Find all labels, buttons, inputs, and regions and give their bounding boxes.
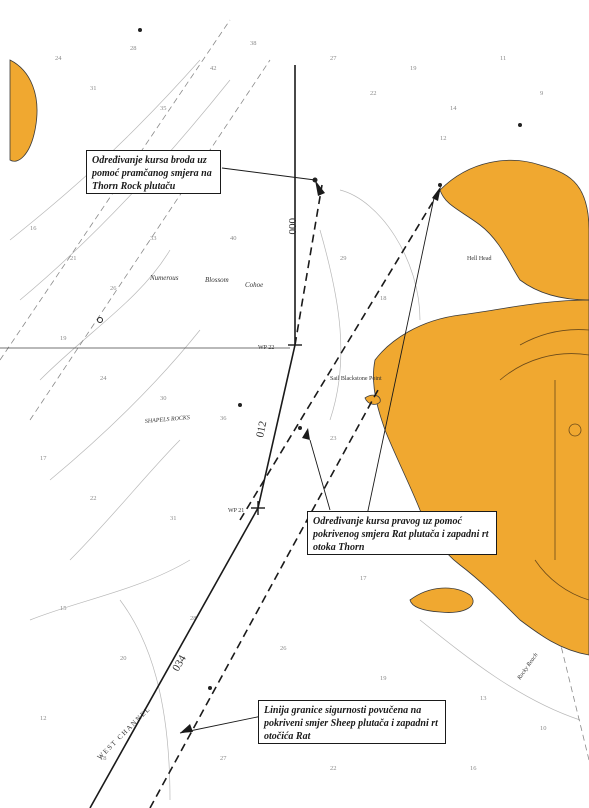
svg-text:33: 33: [150, 235, 157, 242]
place-numerous: Numerous: [149, 274, 179, 282]
svg-text:22: 22: [330, 765, 337, 772]
svg-text:29: 29: [340, 255, 347, 262]
svg-text:26: 26: [280, 645, 287, 652]
svg-text:18: 18: [380, 295, 387, 302]
svg-text:24: 24: [100, 375, 107, 382]
svg-text:22: 22: [370, 90, 377, 97]
land-east-main: [373, 299, 589, 656]
svg-text:17: 17: [40, 455, 47, 462]
svg-text:40: 40: [230, 235, 237, 242]
svg-text:36: 36: [220, 415, 227, 422]
svg-text:15: 15: [60, 605, 67, 612]
buoy-mid: [298, 426, 302, 430]
sheep-buoy: [208, 686, 212, 690]
sheep-clearing-line: [149, 389, 379, 808]
svg-text:21: 21: [70, 255, 77, 262]
land-masses: [9, 59, 589, 656]
svg-text:19: 19: [60, 335, 67, 342]
compass-rose: [499, 329, 589, 601]
leader-lines: [179, 167, 435, 734]
islet-small: [364, 394, 381, 405]
svg-text:35: 35: [160, 105, 167, 112]
callout-rat-bearing: Određivanje kursa pravog uz pomoć pokriv…: [307, 511, 497, 555]
thorn-rock-bearing: [294, 184, 323, 346]
arrow-mid: [302, 428, 310, 440]
svg-text:16: 16: [470, 765, 477, 772]
arrow-rat: [432, 186, 441, 201]
svg-text:12: 12: [40, 715, 47, 722]
rat-buoy: [438, 183, 442, 187]
course-label-012: 012: [254, 420, 269, 439]
bearing-lines: [149, 184, 441, 808]
svg-text:16: 16: [30, 225, 37, 232]
svg-text:42: 42: [210, 65, 217, 72]
svg-text:19: 19: [410, 65, 417, 72]
svg-text:22: 22: [90, 495, 97, 502]
svg-text:28: 28: [190, 615, 197, 622]
svg-text:23: 23: [330, 435, 337, 442]
place-reef: SHAPELS ROCKS: [145, 415, 191, 425]
svg-text:26: 26: [110, 285, 117, 292]
svg-text:19: 19: [380, 675, 387, 682]
course-034-line: [89, 507, 259, 808]
svg-text:18: 18: [100, 755, 107, 762]
island-thorn: [439, 159, 589, 301]
svg-text:11: 11: [500, 55, 506, 62]
svg-text:12: 12: [440, 135, 447, 142]
course-label-000: 000: [286, 218, 298, 235]
svg-text:24: 24: [55, 55, 62, 62]
svg-text:20: 20: [120, 655, 127, 662]
svg-text:31: 31: [170, 515, 177, 522]
svg-text:31: 31: [90, 85, 97, 92]
waypoint-label-21: WP 21: [228, 508, 244, 514]
svg-text:27: 27: [330, 55, 337, 62]
svg-text:10: 10: [540, 725, 547, 732]
svg-text:28: 28: [130, 45, 137, 52]
svg-text:14: 14: [450, 105, 457, 112]
depth-contours: [9, 59, 581, 801]
arrow-thorn: [315, 180, 325, 196]
waypoint-label-22: WP 22: [258, 345, 274, 351]
svg-text:38: 38: [250, 40, 257, 47]
svg-text:17: 17: [360, 575, 367, 582]
svg-text:9: 9: [540, 90, 543, 97]
svg-text:30: 30: [160, 395, 167, 402]
place-rat-point: Sail Blackstone Point: [330, 376, 382, 382]
callout-thorn-rock: Određivanje kursa broda uz pomoć pramčan…: [86, 150, 221, 194]
islet-rat: [409, 587, 474, 613]
place-cohoe: Cohoe: [245, 281, 263, 289]
svg-text:27: 27: [220, 755, 227, 762]
svg-text:13: 13: [480, 695, 487, 702]
place-head: Hell Head: [467, 256, 492, 262]
place-blossom: Blossom: [205, 276, 229, 284]
depth-soundings: 24 31 28 35 42 38 27 22 19 14 11 9 16 21 26 33 40 29…: [30, 40, 547, 772]
land-west: [9, 59, 38, 162]
callout-sheep-clearing: Linija granice sigurnosti povučena na po…: [258, 700, 446, 744]
